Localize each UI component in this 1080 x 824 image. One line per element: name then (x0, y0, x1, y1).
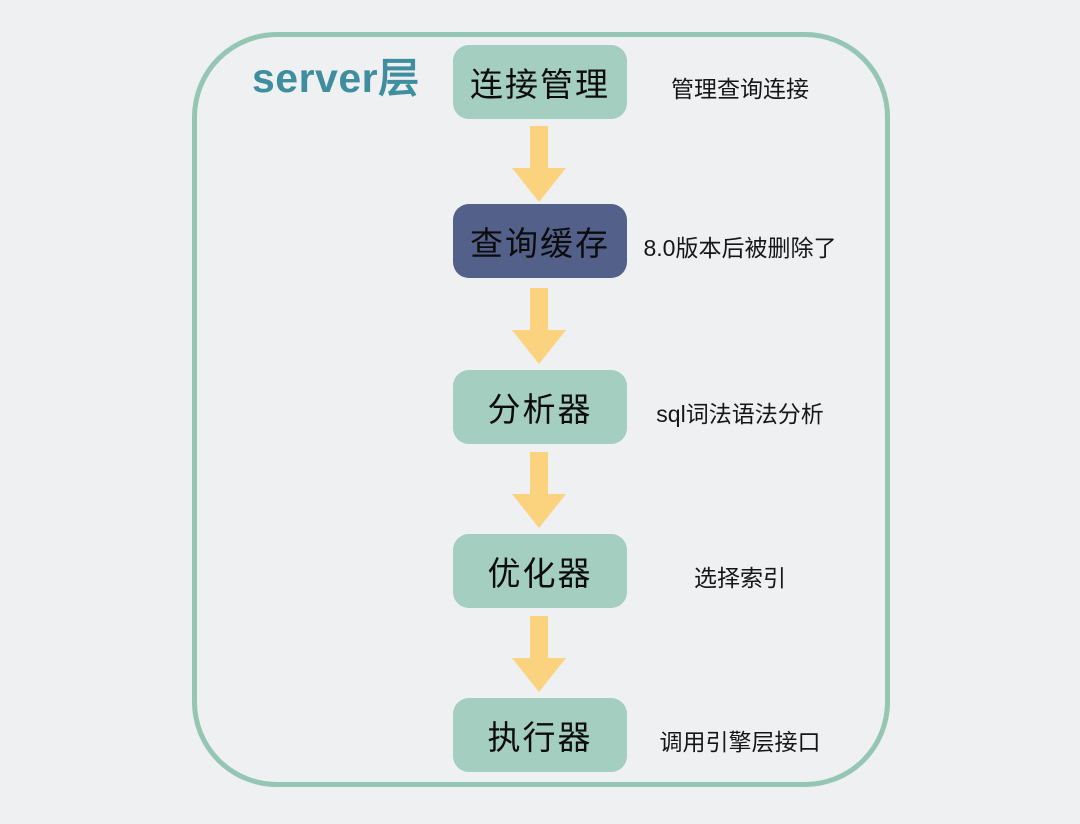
arrow-head (512, 658, 566, 692)
arrow-stem (530, 288, 548, 330)
diagram-title: server层 (252, 55, 420, 101)
arrow-head (512, 494, 566, 528)
down-arrow-icon (512, 288, 566, 364)
step-box-query-cache: 查询缓存 (453, 204, 627, 278)
step-box-executor: 执行器 (453, 698, 627, 772)
down-arrow-icon (512, 616, 566, 692)
arrow-head (512, 330, 566, 364)
step-label: 分析器 (487, 391, 593, 428)
step-note-query-cache: 8.0版本后被删除了 (643, 235, 837, 261)
down-arrow-icon (512, 452, 566, 528)
step-box-optimizer: 优化器 (453, 534, 627, 608)
step-note-parser: sql词法语法分析 (656, 401, 824, 427)
down-arrow-icon (512, 126, 566, 202)
arrow-head (512, 168, 566, 202)
arrow-stem (530, 452, 548, 494)
server-layer-container (192, 32, 890, 787)
step-box-parser: 分析器 (453, 370, 627, 444)
step-label: 执行器 (487, 719, 593, 756)
arrow-stem (530, 126, 548, 168)
step-note-optimizer: 选择索引 (694, 565, 786, 591)
step-box-connection-management: 连接管理 (453, 45, 627, 119)
step-note-connection-management: 管理查询连接 (671, 76, 809, 102)
step-label: 优化器 (487, 555, 593, 592)
step-note-executor: 调用引擎层接口 (659, 729, 821, 755)
arrow-stem (530, 616, 548, 658)
step-label: 查询缓存 (470, 225, 610, 262)
step-label: 连接管理 (470, 66, 610, 103)
